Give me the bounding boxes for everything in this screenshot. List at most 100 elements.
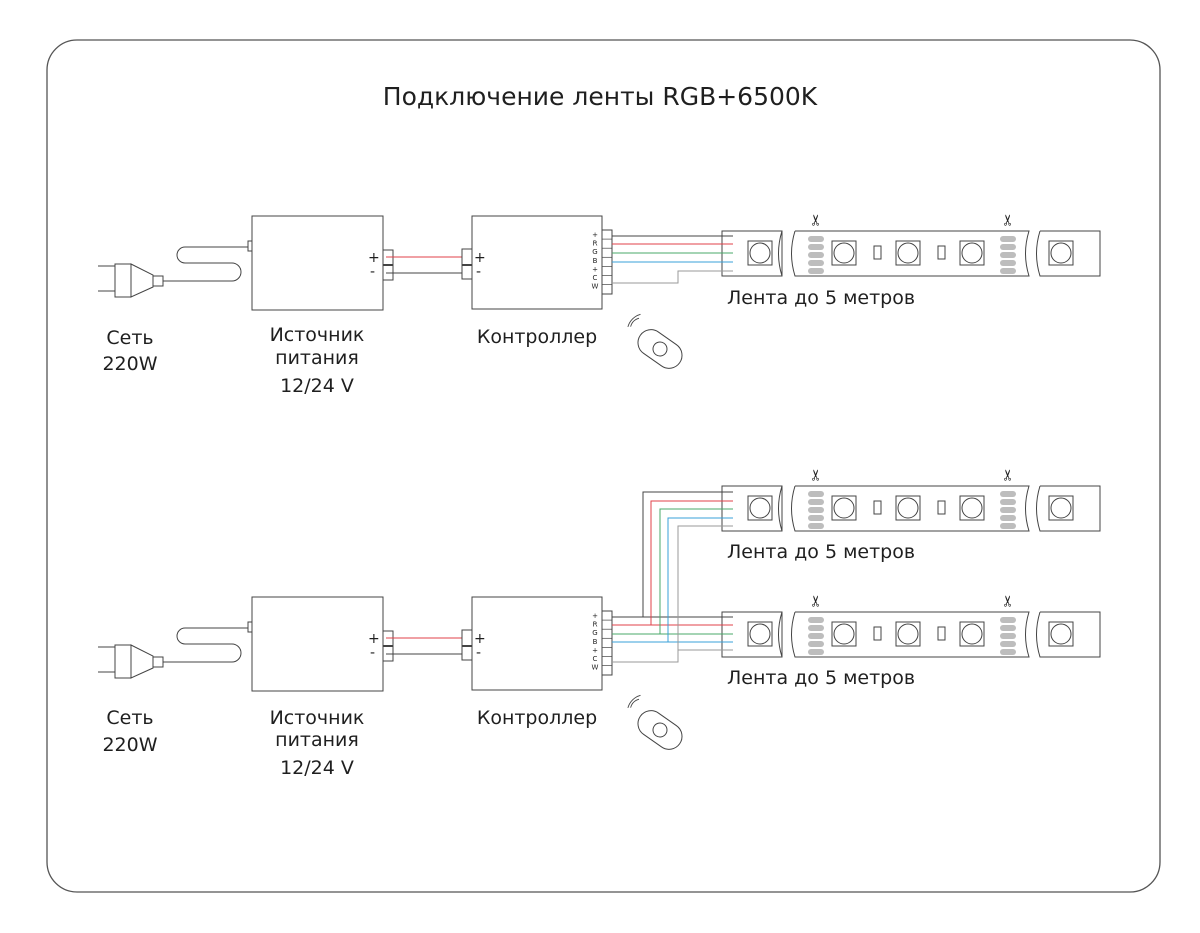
strip-break xyxy=(778,230,783,277)
remote-button xyxy=(652,722,668,738)
led-chip xyxy=(747,240,773,266)
cut-pad xyxy=(1000,515,1016,521)
cut-pad xyxy=(808,515,824,521)
led-lens xyxy=(833,242,855,264)
led-lens xyxy=(1050,623,1072,645)
cut-pad xyxy=(808,523,824,529)
pin-label-4: + xyxy=(592,265,598,273)
pin-label-6: W xyxy=(592,283,599,291)
pin-label-0: + xyxy=(592,612,598,620)
scissors-icon: ✂ xyxy=(999,595,1017,608)
cut-pad xyxy=(1000,268,1016,274)
led-lens xyxy=(897,497,919,519)
led-chip xyxy=(747,495,773,521)
mains-label: Сеть xyxy=(106,707,153,729)
pin-label-3: B xyxy=(593,638,598,646)
remote-body xyxy=(637,329,683,369)
led-lens xyxy=(961,623,983,645)
led-lens xyxy=(961,242,983,264)
led-lens xyxy=(749,623,771,645)
controller-minus-label: - xyxy=(476,264,481,280)
plug-neck xyxy=(130,644,154,679)
controller-output-terminal xyxy=(601,610,613,676)
remote-control-icon xyxy=(637,329,683,369)
frame xyxy=(46,39,1161,893)
psu-voltage-label: 12/24 V xyxy=(280,757,354,779)
led-lens xyxy=(897,623,919,645)
psu-label: Источник xyxy=(270,707,365,729)
led-chip xyxy=(831,621,857,647)
branch-wire xyxy=(642,491,733,617)
led-lens xyxy=(1050,497,1072,519)
led-lens xyxy=(1050,242,1072,264)
led-lens xyxy=(749,497,771,519)
pin-label-2: G xyxy=(592,629,597,637)
controller-minus-label: - xyxy=(476,645,481,661)
pin-label-5: C xyxy=(593,274,598,282)
signal-wave-icon xyxy=(630,317,640,327)
cut-pad xyxy=(808,499,824,505)
cut-pad xyxy=(808,260,824,266)
signal-wave-icon xyxy=(627,313,641,328)
psu-plus-label: + xyxy=(368,250,380,266)
signal-wave-icon xyxy=(627,694,641,709)
cut-pad xyxy=(1000,252,1016,258)
pin-label-4: + xyxy=(592,646,598,654)
mains-label: Сеть xyxy=(106,327,153,349)
branch-wire xyxy=(650,500,733,625)
psu-plus-label: + xyxy=(368,631,380,647)
strip-label-lower: Лента до 5 метров xyxy=(727,667,915,689)
cut-pad xyxy=(808,252,824,258)
resistor xyxy=(873,626,882,641)
cut-pad xyxy=(808,268,824,274)
cut-pad xyxy=(808,244,824,250)
mains-voltage-label: 220W xyxy=(102,353,157,375)
branch-wire xyxy=(659,508,733,634)
cut-pad xyxy=(1000,523,1016,529)
plug-body xyxy=(114,263,132,298)
cut-pad xyxy=(1000,499,1016,505)
remote-control-icon xyxy=(637,710,683,750)
pin-label-1: R xyxy=(593,621,598,629)
cut-pad xyxy=(808,633,824,639)
cut-pad xyxy=(808,236,824,242)
led-chip xyxy=(831,495,857,521)
section-1-labels: + - + - Сеть 220W Источник питания 12/24… xyxy=(102,250,915,397)
power-supply-box xyxy=(251,215,384,311)
branch-wire xyxy=(667,517,733,642)
led-lens xyxy=(897,242,919,264)
pin-label-2: G xyxy=(592,248,597,256)
led-lens xyxy=(833,497,855,519)
psu-label-2: питания xyxy=(275,729,359,751)
power-cable xyxy=(163,246,249,282)
cut-pad xyxy=(1000,641,1016,647)
resistor xyxy=(873,500,882,515)
led-lens xyxy=(961,497,983,519)
diagram-title: Подключение ленты RGB+6500K xyxy=(383,82,818,111)
cut-pad xyxy=(1000,260,1016,266)
resistor xyxy=(937,500,946,515)
led-chip xyxy=(1048,621,1074,647)
strip-wire-white xyxy=(612,270,733,284)
led-chip xyxy=(959,621,985,647)
resistor xyxy=(937,245,946,260)
cut-pad xyxy=(1000,507,1016,513)
plug-cable-sleeve xyxy=(152,656,164,668)
led-chip xyxy=(1048,495,1074,521)
power-supply-box xyxy=(251,596,384,692)
pin-label-1: R xyxy=(593,240,598,248)
led-chip xyxy=(1048,240,1074,266)
controller-pin-labels: +RGB+CW xyxy=(592,231,599,291)
scissors-icon: ✂ xyxy=(999,469,1017,482)
remote-body xyxy=(637,710,683,750)
pin-label-6: W xyxy=(592,664,599,672)
strip-label-upper: Лента до 5 метров xyxy=(727,541,915,563)
led-chip xyxy=(959,240,985,266)
controller-plus-label: + xyxy=(474,250,486,266)
led-chip xyxy=(895,621,921,647)
controller-label: Контроллер xyxy=(477,326,597,348)
plug-body xyxy=(114,644,132,679)
plug-neck xyxy=(130,263,154,298)
cut-pad xyxy=(808,649,824,655)
